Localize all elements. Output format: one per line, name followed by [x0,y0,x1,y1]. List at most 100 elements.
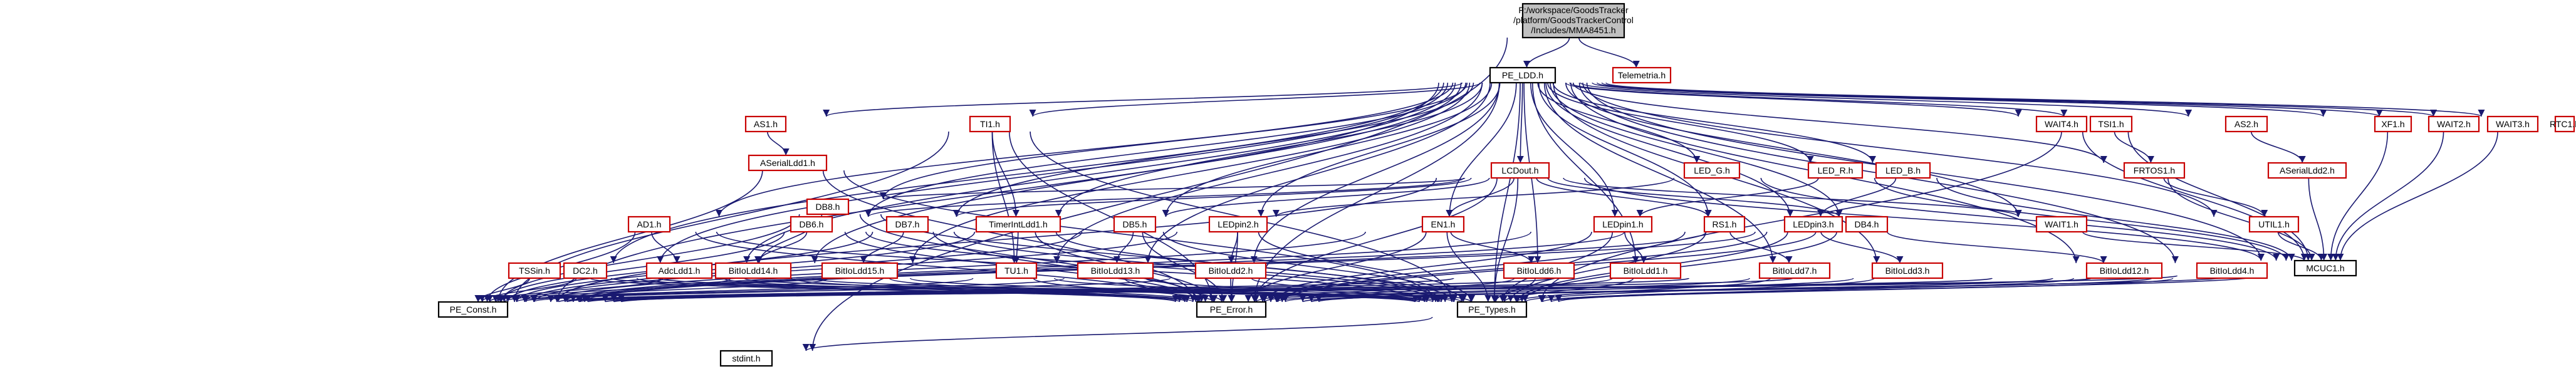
edge-ti1-to-timerintldd1 [991,131,1019,217]
node-bitioldd1[interactable]: BitIoLdd1.h [1609,262,1682,279]
node-label: AS2.h [2234,119,2258,129]
node-tsi1[interactable]: TSI1.h [2089,115,2133,133]
edge-pe_ldd-to-rtc1 [1605,82,2485,117]
node-label: LED_G.h [1694,165,1730,175]
node-box [645,262,713,279]
node-ledpin1[interactable]: LEDpin1.h [1593,216,1653,233]
edge-ledpin3-to-bitioldd3 [1820,231,1904,264]
node-label: DB8.h [816,202,840,212]
node-bitioldd7[interactable]: BitIoLdd7.h [1758,262,1831,279]
node-pe-ldd[interactable]: PE_LDD.h [1489,66,1557,84]
node-label: RTC1.h [2550,119,2576,129]
node-box [2224,115,2268,133]
node-label: AS1.h [754,119,778,129]
node-box [1783,216,1843,233]
node-utl1[interactable]: UTIL1.h [2248,216,2300,233]
edge-pe_ldd-to-wait4 [1565,82,2022,117]
edge-dc2-to-pe_types [657,278,1423,303]
node-lcdout[interactable]: LCDout.h [1490,162,1550,179]
edge-pe_ldd-to-tu1 [1053,82,1483,264]
edge-db8-to-pe_const [498,214,800,303]
edge-lcdout-to-rs1 [1536,177,1712,217]
node-label: PE_Error.h [1210,304,1253,314]
node-wait1[interactable]: WAIT1.h [2035,216,2088,233]
edge-root-to-telemetria [1578,37,1640,68]
node-mcuc1[interactable]: MCUC1.h [2293,259,2357,277]
node-aserialldd1[interactable]: ASerialLdd1.h [748,154,828,172]
node-stdint[interactable]: stdint.h [719,350,773,367]
node-wait3[interactable]: WAIT3.h [2486,115,2539,133]
node-ad1[interactable]: AD1.h [627,216,671,233]
edge-utl1-to-mcuc1 [2277,231,2325,261]
node-rtc1[interactable]: RTC1.h [2550,115,2576,133]
node-ti1[interactable]: TI1.h [969,115,1011,133]
node-db7[interactable]: DB7.h [885,216,929,233]
node-bitioldd12[interactable]: BitIoLdd12.h [2085,262,2163,279]
node-dc2[interactable]: DC2.h [563,262,608,279]
edge-led_b-to-mcuc1 [1936,177,2295,261]
node-as2[interactable]: AS2.h [2224,115,2268,133]
node-rs1[interactable]: RS1.h [1703,216,1746,233]
edge-ledpin2-to-pe_types [1258,231,1476,303]
edge-led_g-to-mcuc1 [1760,177,2280,261]
node-bitioldd2[interactable]: BitIoLdd2.h [1194,262,1267,279]
node-led-r[interactable]: LED_R.h [1807,162,1864,179]
node-db5[interactable]: DB5.h [1113,216,1157,233]
edge-dc2-to-pe_error [636,278,1183,303]
node-bitioldd15[interactable]: BitIoLdd15.h [821,262,899,279]
node-tssin[interactable]: TSSin.h [508,262,561,279]
node-label: LED_B.h [1885,165,1921,175]
node-telemetria[interactable]: Telemetria.h [1612,66,1672,84]
node-timerintldd1[interactable]: TimerIntLdd1.h [975,216,1061,233]
edge-pe_ldd-to-tsi1 [1569,82,2068,117]
node-led-g[interactable]: LED_G.h [1683,162,1741,179]
node-box [2248,216,2300,233]
node-label: DB7.h [895,219,920,229]
node-led-b[interactable]: LED_B.h [1875,162,1931,179]
edge-lcdout-to-db6 [865,177,1464,217]
node-bitioldd13[interactable]: BitIoLdd13.h [1077,262,1154,279]
node-xf1[interactable]: XF1.h [2374,115,2412,133]
node-freertos1[interactable]: FRTOS1.h [2123,162,2186,179]
node-db8[interactable]: DB8.h [806,198,850,216]
node-tu1[interactable]: TU1.h [995,262,1038,279]
edge-lcdout-to-wait1 [1563,177,2022,217]
edge-pe_ldd-to-xf1 [1592,82,2327,117]
node-aserialldd2[interactable]: ASerialLdd2.h [2267,162,2347,179]
node-label: RS1.h [1713,219,1737,229]
node-box [2123,162,2186,179]
node-pe-error[interactable]: PE_Error.h [1196,301,1267,318]
node-adcldd1[interactable]: AdcLdd1.h [645,262,713,279]
node-db6[interactable]: DB6.h [790,216,833,233]
node-pe-types[interactable]: PE_Types.h [1456,301,1528,318]
node-pe-const[interactable]: PE_Const.h [437,301,509,318]
node-box [1758,262,1831,279]
node-en1[interactable]: EN1.h [1421,216,1465,233]
node-label: LEDpin3.h [1793,219,1833,229]
node-bitioldd4[interactable]: BitIoLdd4.h [2196,262,2268,279]
node-wait4[interactable]: WAIT4.h [2035,115,2088,133]
node-bitioldd6[interactable]: BitIoLdd6.h [1503,262,1575,279]
edge-pe_ldd-to-as2 [1580,82,2192,117]
edge-pe_ldd-to-wait2 [1597,82,2383,117]
node-box [1609,262,1682,279]
root-label-line: F:/workspace/GoodsTracker [1518,5,1629,15]
edge-bitioldd12-to-pe_types [1539,278,2075,303]
node-label: LED_R.h [1818,165,1854,175]
node-label: AdcLdd1.h [659,266,701,276]
node-ledpin2[interactable]: LEDpin2.h [1208,216,1268,233]
node-db4[interactable]: DB4.h [1845,216,1889,233]
node-wait2[interactable]: WAIT2.h [2427,115,2480,133]
node-bitioldd3[interactable]: BitIoLdd3.h [1871,262,1944,279]
node-label: PE_Const.h [450,304,497,314]
node-bitioldd14[interactable]: BitIoLdd14.h [714,262,792,279]
node-ledpin3[interactable]: LEDpin3.h [1783,216,1843,233]
edge-pe_ldd-to-led_b [1552,82,1876,164]
edge-root-to-pe_ldd [1523,37,1570,68]
node-box [995,262,1038,279]
edge-bitioldd4-to-pe_types [1548,278,2174,303]
node-as1[interactable]: AS1.h [744,115,787,133]
node-box [1612,66,1672,84]
node-label: BitIoLdd15.h [835,266,885,276]
